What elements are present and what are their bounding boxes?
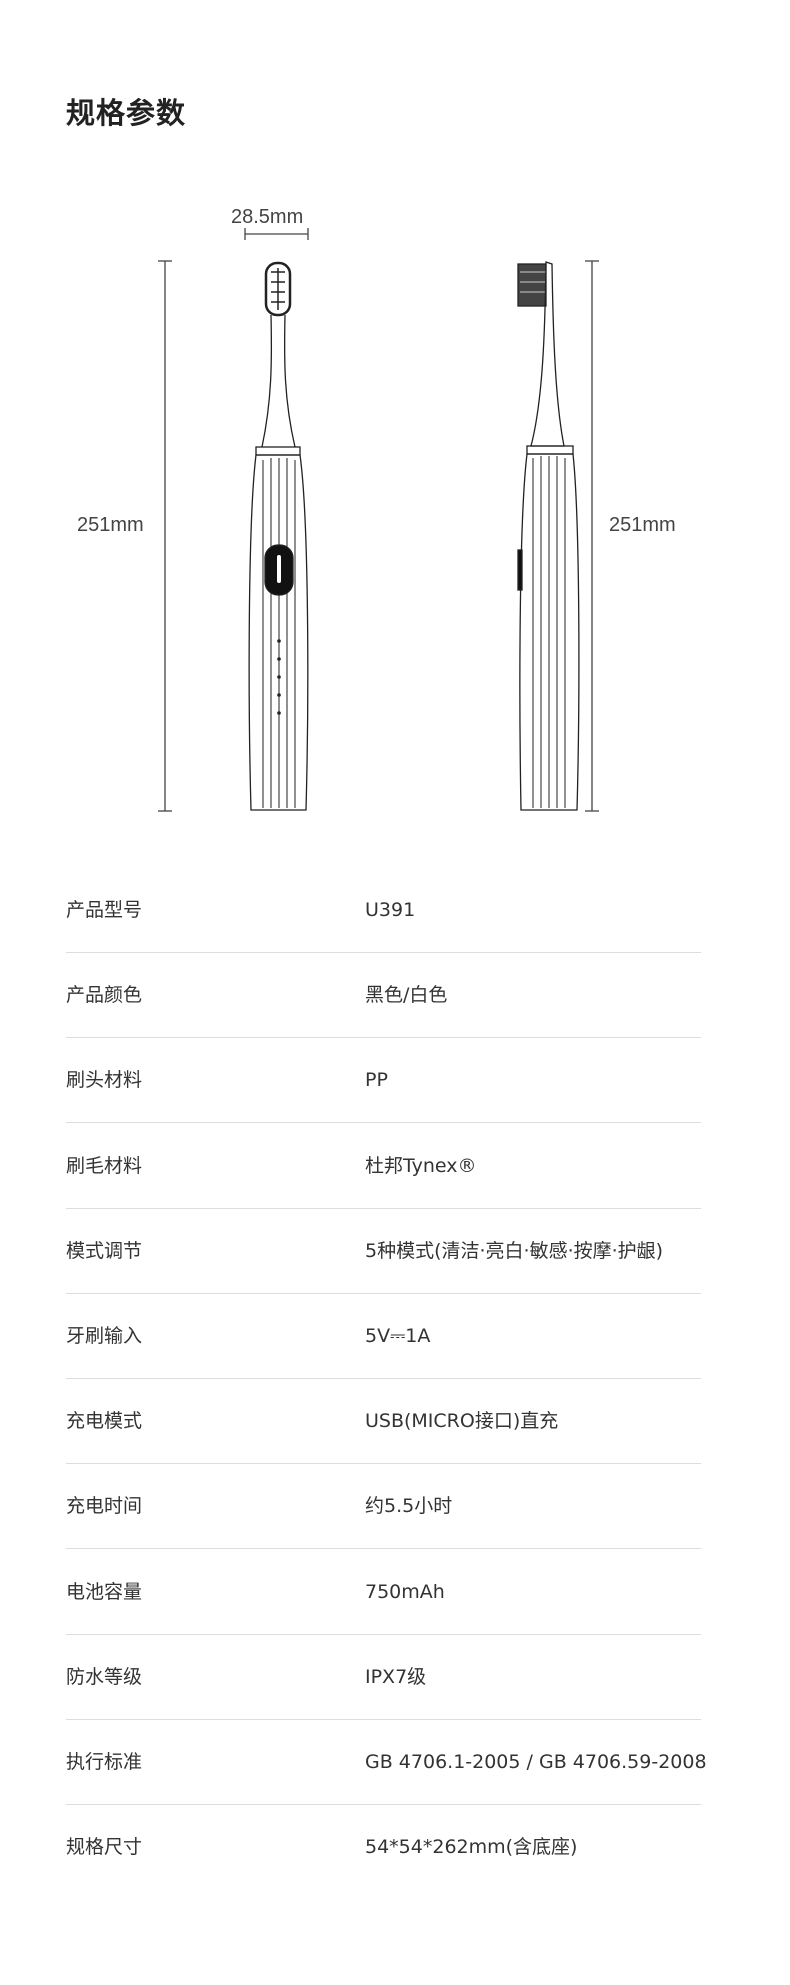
row-divider — [66, 1633, 701, 1635]
width-label: 28.5mm — [231, 206, 304, 228]
spec-label: 规格尺寸 — [66, 1836, 143, 1859]
spec-value: GB 4706.1-2005 / GB 4706.59-2008 — [365, 1751, 707, 1773]
spec-row: 模式调节 5种模式(清洁·亮白·敏感·按摩·护龈) — [66, 1209, 701, 1294]
spec-row: 牙刷输入 5V⎓1A — [66, 1294, 701, 1379]
spec-label: 防水等级 — [66, 1665, 143, 1688]
spec-value: 杜邦Tynex® — [365, 1154, 477, 1177]
spec-label: 刷毛材料 — [66, 1154, 143, 1177]
spec-row: 电池容量 750mAh — [66, 1550, 701, 1635]
spec-label: 模式调节 — [66, 1239, 143, 1262]
spec-value: 5种模式(清洁·亮白·敏感·按摩·护龈) — [365, 1239, 664, 1262]
row-divider — [66, 1122, 701, 1124]
spec-row: 充电时间 约5.5小时 — [66, 1464, 701, 1550]
spec-row: 刷毛材料 杜邦Tynex® — [66, 1124, 701, 1209]
spec-label: 充电时间 — [66, 1495, 143, 1518]
spec-value: U391 — [365, 899, 416, 921]
spec-label: 牙刷输入 — [66, 1325, 143, 1347]
spec-value: 54*54*262mm(含底座) — [365, 1836, 578, 1859]
spec-label: 产品型号 — [66, 899, 143, 921]
spec-row: 产品型号 U391 — [66, 868, 701, 953]
width-dimension-line — [244, 228, 309, 240]
row-divider — [66, 1037, 701, 1039]
spec-value: USB(MICRO接口)直充 — [365, 1410, 559, 1433]
spec-value: 750mAh — [365, 1580, 445, 1603]
spec-label: 电池容量 — [66, 1580, 143, 1603]
row-divider — [66, 952, 701, 953]
spec-value: IPX7级 — [365, 1665, 427, 1688]
row-divider — [66, 1378, 701, 1379]
row-divider — [66, 1463, 701, 1465]
spec-row: 执行标准 GB 4706.1-2005 / GB 4706.59-2008 — [66, 1720, 707, 1805]
spec-value: 约5.5小时 — [365, 1495, 453, 1518]
row-divider — [66, 1718, 701, 1720]
front-height-dimension-line — [158, 260, 172, 812]
row-divider — [66, 1548, 701, 1550]
spec-value: PP — [365, 1069, 388, 1092]
toothbrush-front-view — [248, 261, 309, 811]
toothbrush-side-view — [517, 261, 580, 811]
toothbrush-dimension-diagram — [158, 228, 599, 812]
spec-label: 执行标准 — [66, 1751, 143, 1773]
side-height-label: 251mm — [609, 514, 676, 536]
page-title: 规格参数 — [66, 96, 187, 130]
indicator-dots — [277, 639, 281, 715]
spec-value: 5V⎓1A — [365, 1325, 431, 1347]
row-divider — [66, 1804, 701, 1805]
spec-row: 刷头材料 PP — [66, 1038, 701, 1124]
side-height-dimension-line — [585, 260, 599, 812]
spec-label: 产品颜色 — [66, 984, 143, 1007]
spec-label: 刷头材料 — [66, 1069, 143, 1092]
front-height-label: 251mm — [77, 514, 144, 536]
row-divider — [66, 1207, 701, 1209]
spec-row: 产品颜色 黑色/白色 — [66, 953, 701, 1039]
spec-row: 规格尺寸 54*54*262mm(含底座) — [66, 1805, 701, 1890]
spec-row: 充电模式 USB(MICRO接口)直充 — [66, 1379, 701, 1465]
spec-row: 防水等级 IPX7级 — [66, 1635, 701, 1720]
row-divider — [66, 1292, 701, 1294]
spec-value: 黑色/白色 — [365, 984, 448, 1007]
spec-label: 充电模式 — [66, 1410, 143, 1433]
